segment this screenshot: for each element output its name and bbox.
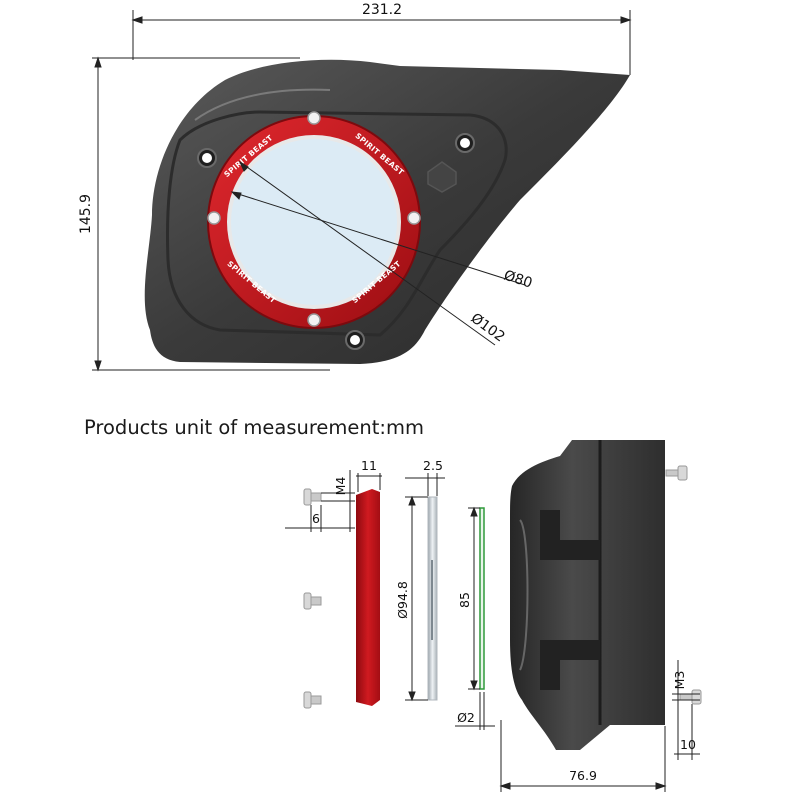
cover-rib: [166, 110, 508, 337]
window-diameter-label: Ø80: [502, 268, 534, 292]
cover-side-boss-bottom: [540, 640, 600, 690]
width-dimension: [131, 10, 632, 75]
ring-thickness-dim: [356, 473, 382, 492]
glass-height-label: 85: [457, 592, 472, 608]
exploded-view: M4 6 11 2.5 Ø94.8: [285, 440, 702, 792]
bolt-dimensions: [285, 470, 355, 532]
top-view: 231.2 145.9 SPIRIT BE: [78, 2, 632, 372]
plate-thickness-label: 2.5: [423, 458, 443, 473]
bolt-bottom: [303, 691, 322, 709]
mount-hole-left-center: [202, 153, 212, 163]
side-thread-label: M3: [672, 671, 687, 690]
side-bolt-dims: [672, 660, 700, 760]
cover-depth-dim: [499, 720, 667, 792]
diameter-102-leader: [238, 160, 496, 346]
height-dimension: [92, 56, 330, 372]
ring-bolt-top: [307, 111, 321, 125]
measurement-caption: Products unit of measurement:mm: [84, 416, 424, 439]
glass-side-profile: [479, 507, 485, 690]
ring-thickness-label: 11: [361, 458, 377, 473]
bolt-top: [303, 488, 322, 506]
cover-side-highlight: [519, 519, 529, 671]
mount-hole-right-center: [460, 138, 470, 148]
plate-dims: [405, 473, 445, 702]
height-label: 145.9: [78, 194, 94, 234]
glass-dims: [455, 506, 495, 730]
inspection-window: [227, 135, 401, 309]
ring-side-profile: [356, 489, 380, 706]
side-bolt-bottom: [679, 689, 702, 705]
glass-thickness-label: Ø2: [457, 710, 475, 725]
logo-emblem-icon: [427, 161, 457, 193]
cover-side-profile: [510, 440, 665, 750]
width-label: 231.2: [362, 2, 402, 18]
side-bolt-length-label: 10: [680, 737, 696, 752]
diameter-80-leader: [230, 191, 526, 286]
cover-depth-label: 76.9: [569, 768, 597, 783]
bolt-middle: [303, 592, 322, 610]
bolt-thread-label: M4: [333, 477, 348, 496]
bolt-length-label: 6: [312, 511, 320, 526]
mount-hole-bottom-center: [350, 335, 360, 345]
ring-bolt-right: [407, 211, 421, 225]
cover-inner-highlight: [194, 88, 331, 121]
cover-side-boss-top: [540, 510, 600, 560]
plate-diameter-label: Ø94.8: [395, 581, 410, 619]
ring-bolt-left: [207, 211, 221, 225]
ring-bolt-bottom: [307, 313, 321, 327]
side-bolt-top: [665, 465, 688, 481]
